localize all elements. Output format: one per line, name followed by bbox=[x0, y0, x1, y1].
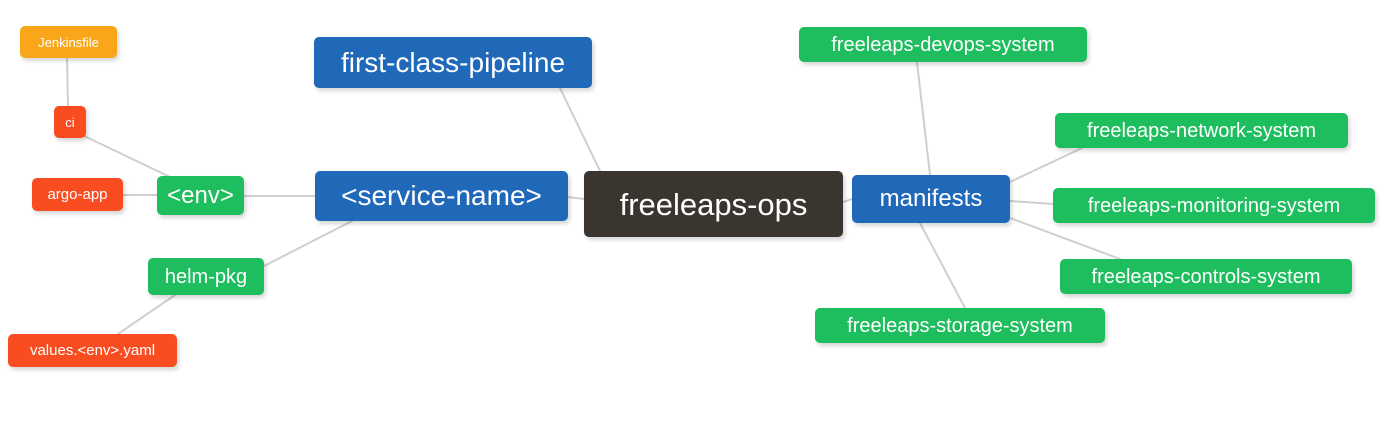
node-label-ci: ci bbox=[65, 114, 75, 130]
node-service[interactable]: <service-name> bbox=[315, 171, 568, 221]
node-label-argo: argo-app bbox=[47, 186, 108, 203]
node-ci[interactable]: ci bbox=[54, 106, 86, 138]
node-monitoring[interactable]: freeleaps-monitoring-system bbox=[1053, 188, 1375, 223]
node-network[interactable]: freeleaps-network-system bbox=[1055, 113, 1348, 148]
node-label-env: <env> bbox=[167, 181, 234, 209]
node-label-root: freeleaps-ops bbox=[619, 186, 808, 222]
edge-manifests-to-network bbox=[1009, 147, 1083, 183]
node-devops[interactable]: freeleaps-devops-system bbox=[799, 27, 1087, 62]
node-label-jenkins: Jenkinsfile bbox=[38, 34, 99, 50]
node-label-devops: freeleaps-devops-system bbox=[831, 33, 1055, 56]
node-argo[interactable]: argo-app bbox=[32, 178, 123, 211]
edge-root-to-pipeline bbox=[559, 87, 601, 172]
node-values[interactable]: values.<env>.yaml bbox=[8, 334, 177, 367]
node-label-values: values.<env>.yaml bbox=[29, 342, 156, 359]
edge-service-to-helm bbox=[263, 220, 353, 267]
edge-root-to-manifests bbox=[842, 198, 853, 203]
edge-manifests-to-storage bbox=[919, 222, 966, 309]
node-label-service: <service-name> bbox=[341, 180, 542, 211]
node-label-storage: freeleaps-storage-system bbox=[847, 314, 1073, 337]
node-jenkins[interactable]: Jenkinsfile bbox=[20, 26, 117, 58]
edge-helm-to-values bbox=[117, 294, 176, 335]
edge-root-to-service bbox=[567, 196, 585, 200]
node-controls[interactable]: freeleaps-controls-system bbox=[1060, 259, 1352, 294]
edge-manifests-to-devops bbox=[916, 61, 931, 176]
node-label-helm: helm-pkg bbox=[164, 265, 248, 288]
edge-manifests-to-monitoring bbox=[1009, 200, 1054, 205]
node-label-network: freeleaps-network-system bbox=[1087, 119, 1316, 142]
node-manifests[interactable]: manifests bbox=[852, 175, 1010, 223]
node-label-manifests: manifests bbox=[879, 185, 983, 212]
edge-manifests-to-controls bbox=[1009, 217, 1121, 260]
node-label-monitoring: freeleaps-monitoring-system bbox=[1087, 194, 1341, 217]
node-env[interactable]: <env> bbox=[157, 176, 244, 215]
node-root[interactable]: freeleaps-ops bbox=[584, 171, 843, 237]
node-label-controls: freeleaps-controls-system bbox=[1091, 265, 1321, 288]
edge-ci-to-jenkins bbox=[66, 57, 69, 107]
node-helm[interactable]: helm-pkg bbox=[148, 258, 264, 295]
node-pipeline[interactable]: first-class-pipeline bbox=[314, 37, 592, 88]
node-label-pipeline: first-class-pipeline bbox=[340, 46, 566, 78]
edge-env-to-ci bbox=[79, 133, 171, 178]
node-storage[interactable]: freeleaps-storage-system bbox=[815, 308, 1105, 343]
